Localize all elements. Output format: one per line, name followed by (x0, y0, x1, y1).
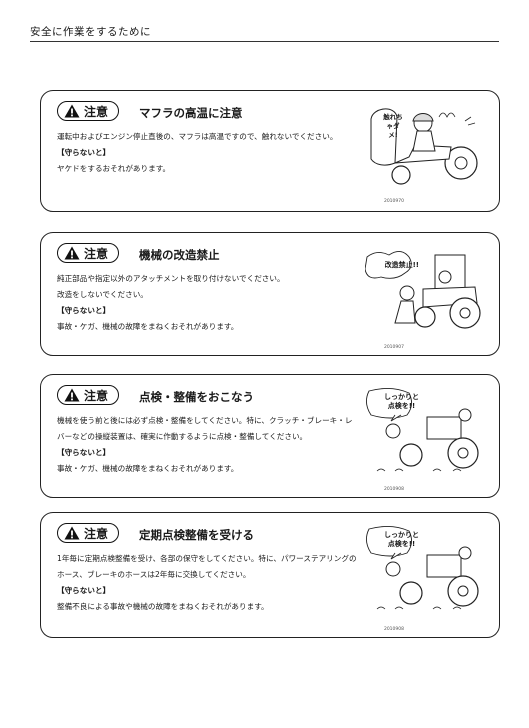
consequence-text: ヤケドをするおそれがあります。 (57, 164, 171, 173)
consequence-label: 【守らないと】 (57, 306, 111, 315)
illustration-caption: 触れちゃダメ! (383, 113, 403, 139)
figure-code: 2010970 (383, 199, 404, 204)
consequence-text: 事故・ケガ、機械の故障をまねくおそれがあります。 (57, 322, 239, 331)
card-title: 機械の改造禁止 (139, 248, 220, 262)
consequence-label: 【守らないと】 (57, 586, 111, 595)
warning-triangle-icon (64, 388, 80, 402)
caution-card-modification: 注意 機械の改造禁止 純正部品や指定以外のアタッチメントを取り付けないでください… (40, 232, 500, 356)
warning-triangle-icon (64, 104, 80, 118)
card-title: 定期点検整備を受ける (139, 528, 254, 542)
header-divider (30, 41, 499, 42)
figure-code: 2010907 (383, 345, 404, 350)
card-body: 機械を使う前と後には必ず点検・整備をしてください。特に、クラッチ・ブレーキ・レバ… (57, 413, 357, 477)
caution-badge: 注意 (57, 243, 120, 263)
caution-card-muffler: 注意 マフラの高温に注意 運転中およびエンジン停止直後の、マフラは高温ですので、… (40, 90, 500, 212)
caution-badge: 注意 (57, 385, 120, 405)
warning-triangle-icon (64, 526, 80, 540)
illustration-caption: 改造禁止!! (384, 261, 419, 269)
card-body: 運転中およびエンジン停止直後の、マフラは高温ですので、触れないでください。 【守… (57, 129, 357, 177)
card-description: 純正部品や指定以外のアタッチメントを取り付けないでください。 (57, 274, 285, 283)
figure-code: 2010908 (383, 487, 404, 492)
periodic-inspection-illustration-icon (366, 526, 479, 610)
caution-card-inspection: 注意 点検・整備をおこなう 機械を使う前と後には必ず点検・整備をしてください。特… (40, 374, 500, 498)
card-title: マフラの高温に注意 (139, 106, 243, 120)
consequence-text: 整備不良による事故や機械の故障をまねくおそれがあります。 (57, 602, 269, 611)
figure-code: 2010908 (383, 627, 404, 632)
card-description: 1年毎に定期点検整備を受け、各部の保守をしてください。特に、パワーステアリングの… (57, 554, 357, 579)
illustration-caption: しっかりと 点検を!! (384, 393, 419, 410)
consequence-label: 【守らないと】 (57, 148, 111, 157)
caution-badge: 注意 (57, 523, 120, 543)
modification-prohibited-illustration-icon (365, 251, 481, 329)
inspection-illustration-icon (366, 388, 479, 472)
illustration-caption: しっかりと 点検を!! (384, 531, 419, 548)
caution-label: 注意 (84, 246, 109, 261)
card-body: 純正部品や指定以外のアタッチメントを取り付けないでください。 改造をしないでくだ… (57, 271, 357, 335)
card-title: 点検・整備をおこなう (139, 390, 254, 404)
card-description: 運転中およびエンジン停止直後の、マフラは高温ですので、触れないでください。 (57, 132, 338, 141)
caution-label: 注意 (84, 526, 109, 541)
card-description: 機械を使う前と後には必ず点検・整備をしてください。特に、クラッチ・ブレーキ・レバ… (57, 416, 353, 441)
caution-card-periodic-maintenance: 注意 定期点検整備を受ける 1年毎に定期点検整備を受け、各部の保守をしてください… (40, 512, 500, 638)
consequence-label: 【守らないと】 (57, 448, 111, 457)
warning-triangle-icon (64, 246, 80, 260)
caution-label: 注意 (84, 104, 109, 119)
card-body: 1年毎に定期点検整備を受け、各部の保守をしてください。特に、パワーステアリングの… (57, 551, 357, 615)
card-description-2: 改造をしないでください。 (57, 290, 148, 299)
caution-label: 注意 (84, 388, 109, 403)
caution-badge: 注意 (57, 101, 120, 121)
hot-muffler-illustration-icon (370, 108, 478, 185)
consequence-text: 事故・ケガ、機械の故障をまねくおそれがあります。 (57, 464, 239, 473)
section-title: 安全に作業をするために (30, 26, 151, 38)
